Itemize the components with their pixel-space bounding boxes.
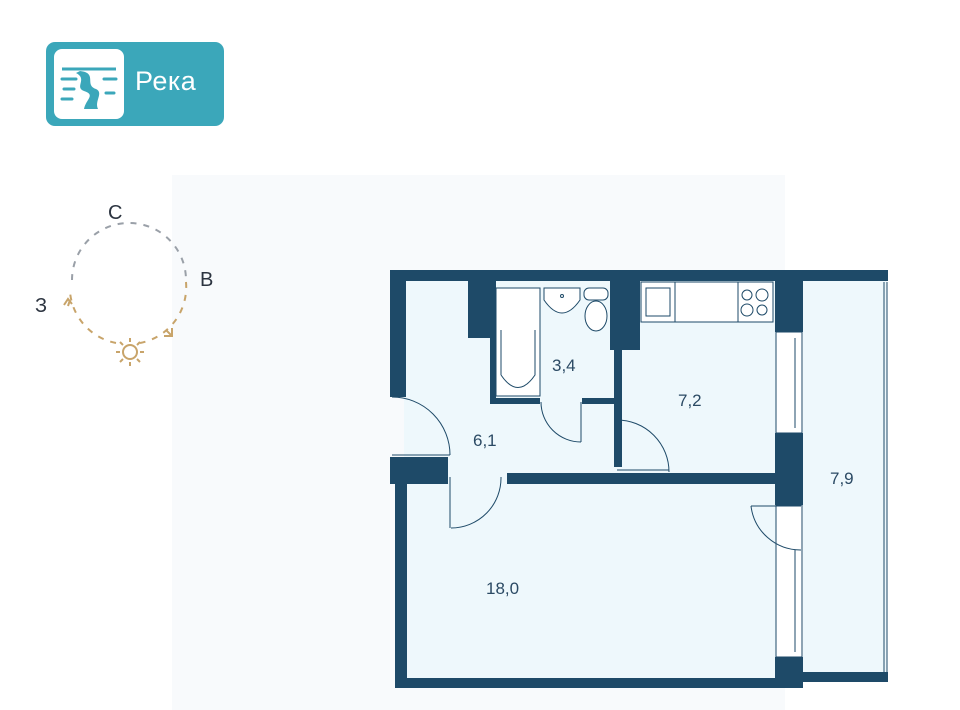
river-road-icon [54,49,124,119]
sun-icon [116,338,144,366]
room-area-bathroom: 3,4 [552,356,576,375]
arrow-icon [164,328,173,337]
windows [775,282,888,672]
toilet-icon [583,287,609,332]
room-area-living-room: 18,0 [486,579,519,598]
compass: С В З [35,202,213,366]
room-area-hallway: 6,1 [473,431,497,450]
room-area-kitchen: 7,2 [678,391,702,410]
walls [390,270,888,688]
arrow-icon [63,297,73,307]
logo-text: Река [135,66,197,96]
doors [391,396,802,551]
room-area-balcony: 7,9 [830,469,854,488]
kitchen-counter [640,281,739,323]
brand-logo: Река [46,42,224,126]
compass-west: З [35,295,47,317]
stove-icon [737,281,774,323]
compass-east: В [200,269,213,291]
compass-north: С [108,202,122,224]
bathtub-icon [495,287,541,397]
sink-icon [543,287,581,314]
